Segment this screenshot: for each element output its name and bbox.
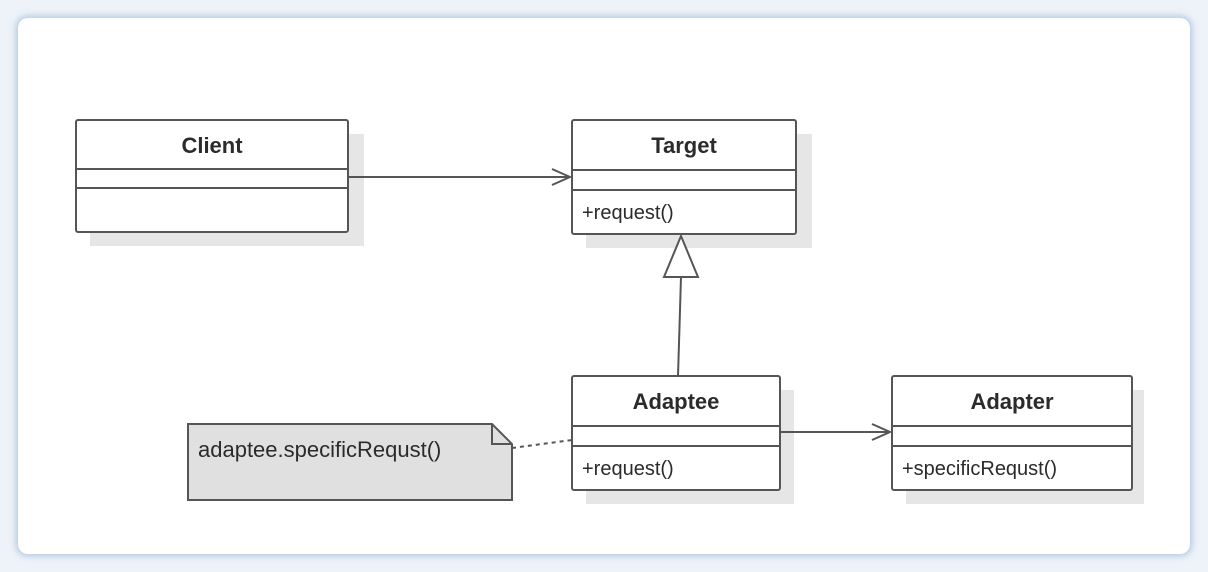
operation-request: +request() bbox=[582, 202, 674, 224]
class-client[interactable]: Client bbox=[75, 119, 364, 246]
operation-request: +request() bbox=[582, 458, 674, 480]
note-anchor-line[interactable] bbox=[511, 439, 573, 449]
class-name: Client bbox=[181, 133, 243, 158]
note-text: adaptee.specificRequst() bbox=[198, 437, 441, 462]
note-fold bbox=[491, 424, 512, 445]
class-adaptee[interactable]: Adaptee +request() bbox=[571, 375, 794, 504]
operation-specificrequst: +specificRequst() bbox=[902, 458, 1057, 480]
generalization-arrowhead bbox=[662, 233, 700, 278]
class-adapter[interactable]: Adapter +specificRequst() bbox=[891, 375, 1144, 504]
class-name: Adapter bbox=[970, 389, 1054, 414]
generalization-line[interactable] bbox=[677, 276, 682, 377]
class-name: Target bbox=[651, 133, 717, 158]
class-name: Adaptee bbox=[633, 389, 720, 414]
note[interactable]: adaptee.specificRequst() bbox=[187, 423, 513, 501]
note-shape bbox=[187, 423, 513, 501]
class-target[interactable]: Target +request() bbox=[571, 119, 812, 248]
